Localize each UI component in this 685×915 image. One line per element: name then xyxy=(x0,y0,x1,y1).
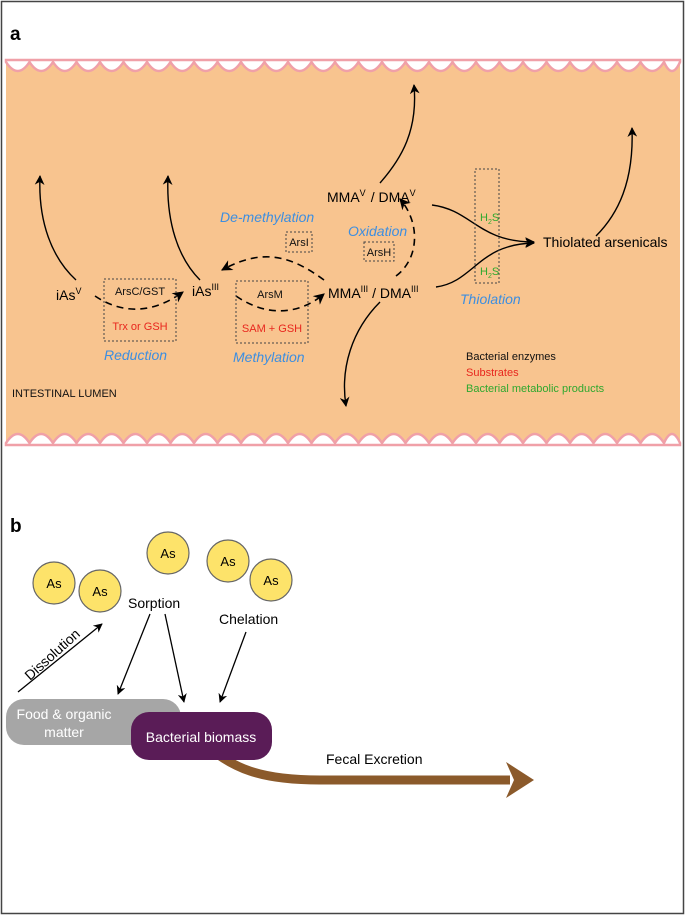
legend-substrates: Substrates xyxy=(466,367,519,379)
h2s-product-bottom: H2S xyxy=(480,266,499,280)
svg-text:As: As xyxy=(220,554,236,569)
sorption-label: Sorption xyxy=(128,595,180,611)
villi-bottom xyxy=(4,432,682,447)
arsh-enzyme: ArsH xyxy=(367,247,392,259)
trx-gsh-substrate: Trx or GSH xyxy=(112,321,167,333)
arsenic-particle: As xyxy=(32,561,76,605)
svg-text:As: As xyxy=(46,576,62,591)
mma5-efflux-arrow xyxy=(379,84,420,184)
arsm-enzyme: ArsM xyxy=(257,289,283,301)
arsh-box xyxy=(363,241,395,262)
ias3-species: iAsIII xyxy=(192,282,219,299)
bacterial-biomass-label: Bacterial biomass xyxy=(146,729,257,745)
reduction-label: Reduction xyxy=(104,347,167,363)
methylation-arrow xyxy=(235,293,325,312)
panel-a-label: a xyxy=(10,24,21,45)
arsenic-particle: As xyxy=(78,569,122,613)
thiolation-label: Thiolation xyxy=(460,291,521,307)
oxidation-arrow xyxy=(395,198,416,277)
villi-top xyxy=(4,58,682,73)
food-pool-label-line2: matter xyxy=(44,724,84,740)
sam-gsh-substrate: SAM + GSH xyxy=(242,323,302,335)
food-pool-label-line1: Food & organic xyxy=(17,706,112,722)
methylation-label: Methylation xyxy=(233,349,305,365)
svg-text:As: As xyxy=(160,546,176,561)
arsenic-particle: As xyxy=(146,531,190,575)
fecal-excretion-label: Fecal Excretion xyxy=(326,751,422,767)
svg-text:As: As xyxy=(263,573,279,588)
chelation-to-biomass-arrow xyxy=(218,631,247,703)
sorption-to-food-arrow xyxy=(116,613,151,695)
thiolated-efflux-arrow xyxy=(595,127,638,237)
mma3-sink-arrow xyxy=(339,301,381,407)
panel-b-label: b xyxy=(10,516,22,537)
h2s-box xyxy=(474,168,500,284)
intestinal-lumen-label: INTESTINAL LUMEN xyxy=(12,388,117,400)
methylation-box xyxy=(235,280,309,344)
reduction-box xyxy=(103,278,177,342)
arsc-gst-enzyme: ArsC/GST xyxy=(115,286,165,298)
dissolution-label: Dissolution xyxy=(21,626,83,684)
dissolution-arrow xyxy=(17,623,103,693)
mma3-dma3-species: MMAIII / DMAIII xyxy=(328,284,418,301)
legend-enzymes: Bacterial enzymes xyxy=(466,351,556,363)
arsi-box xyxy=(285,231,313,253)
ias5-efflux-arrow xyxy=(34,175,77,281)
demethylation-label: De-methylation xyxy=(220,209,314,225)
arsenic-particle: As xyxy=(206,539,250,583)
thiolation-arrow-from-mma5 xyxy=(431,204,535,247)
oxidation-label: Oxidation xyxy=(348,223,407,239)
h2s-product-top: H2S xyxy=(480,212,499,226)
arsi-enzyme: ArsI xyxy=(289,237,309,249)
ias5-species: iAsV xyxy=(56,286,81,303)
fecal-excretion-arrowhead xyxy=(506,762,534,798)
bacterial-biomass-pool xyxy=(131,712,272,760)
chelation-label: Chelation xyxy=(219,611,278,627)
svg-text:As: As xyxy=(92,584,108,599)
ias3-efflux-arrow xyxy=(162,175,201,281)
thiolated-arsenicals: Thiolated arsenicals xyxy=(543,234,668,250)
demethylation-arrow xyxy=(221,256,325,281)
arsenic-particle: As xyxy=(249,558,293,602)
thiolation-arrow-from-mma3 xyxy=(435,238,535,288)
intestinal-lumen xyxy=(6,60,680,444)
sorption-to-biomass-arrow xyxy=(164,613,187,703)
mma5-dma5-species: MMAV/ DMAV xyxy=(327,188,416,205)
legend-products: Bacterial metabolic products xyxy=(466,383,605,395)
